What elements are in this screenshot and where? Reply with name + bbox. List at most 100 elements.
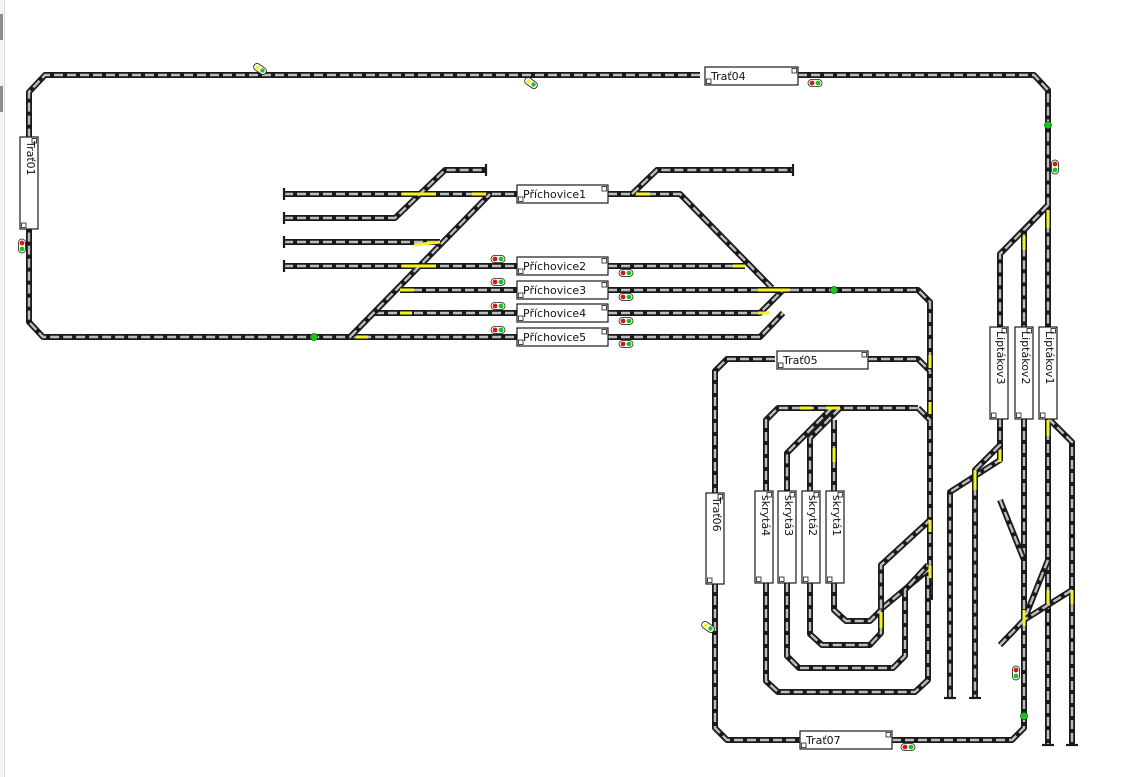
track-sleepers: [998, 204, 1049, 328]
block-liptakov3[interactable]: Liptákov3: [989, 326, 1009, 420]
block-corner-marker: [801, 742, 807, 748]
block-trat06[interactable]: Trať06: [705, 492, 725, 585]
signal[interactable]: [490, 326, 506, 334]
block-prichovice4[interactable]: Příchovice4: [516, 303, 609, 323]
block-skryta2[interactable]: skrytá2: [801, 490, 821, 584]
track-sleepers: [1022, 204, 1049, 328]
block-prichovice5[interactable]: Příchovice5: [516, 327, 609, 347]
signal[interactable]: [618, 317, 634, 325]
signal[interactable]: [490, 302, 506, 310]
block-prichovice3[interactable]: Příchovice3: [516, 280, 609, 300]
track-sleepers: [798, 73, 1050, 327]
block-corner-marker: [1026, 328, 1032, 334]
panel-marker: [0, 14, 3, 40]
signal[interactable]: [618, 269, 634, 277]
track-section-14[interactable]: [629, 167, 793, 197]
signal[interactable]: [18, 238, 26, 254]
block-frame: [1014, 326, 1034, 420]
block-corner-marker: [707, 577, 713, 583]
occupied-segments: [356, 192, 1074, 628]
track-sleepers: [1022, 559, 1050, 621]
block-trat07[interactable]: Trať07: [799, 730, 893, 750]
signal[interactable]: [1051, 159, 1059, 175]
block-label: Příchovice2: [523, 260, 586, 273]
occupancy-indicator-light: [1044, 121, 1052, 129]
signal-lamp-red: [19, 240, 25, 246]
block-frame: [516, 303, 609, 323]
signal-lamp-red: [1052, 161, 1058, 167]
track-sleepers: [764, 568, 930, 694]
track-section-30[interactable]: [1021, 202, 1051, 328]
indicator-lights: [310, 121, 1052, 720]
block-corner-marker: [601, 258, 607, 264]
block-corner-marker: [991, 412, 997, 418]
signal-lamp-green: [19, 246, 25, 252]
block-frame: [516, 327, 609, 347]
block-skryta3[interactable]: skrytá3: [777, 490, 797, 584]
signal[interactable]: [523, 76, 538, 90]
block-corner-marker: [1050, 328, 1056, 334]
track-sections[interactable]: [26, 72, 1075, 745]
signal-lamp-green: [498, 256, 504, 262]
track-sleepers: [892, 620, 1026, 742]
block-corner-marker: [601, 282, 607, 288]
block-corner-marker: [803, 576, 809, 582]
signal[interactable]: [618, 340, 634, 348]
signal[interactable]: [252, 62, 267, 76]
block-frame: [19, 136, 39, 230]
track-section-28[interactable]: [831, 583, 884, 624]
block-trat01[interactable]: Trať01: [19, 136, 39, 230]
block-liptakov1[interactable]: Liptákov1: [1038, 326, 1058, 420]
track-sleepers: [868, 357, 931, 372]
signals[interactable]: [18, 62, 1059, 751]
occupancy-indicator-light: [310, 333, 318, 341]
block-frame: [754, 490, 774, 584]
signal[interactable]: [1012, 665, 1020, 681]
signal-lamp-red: [620, 318, 626, 324]
block-frame: [799, 730, 893, 750]
block-label: Liptákov2: [1019, 331, 1032, 384]
signal[interactable]: [490, 255, 506, 263]
block-trat04[interactable]: Trať04: [704, 66, 799, 86]
block-labels[interactable]: Trať04Trať01Příchovice1Příchovice2Přícho…: [19, 66, 1058, 750]
block-frame: [1038, 326, 1058, 420]
signal-lamp-green: [626, 318, 632, 324]
block-corner-marker: [779, 576, 785, 582]
track-section-32[interactable]: [972, 442, 1003, 698]
track-section-35[interactable]: [1045, 415, 1075, 745]
block-prichovice2[interactable]: Příchovice2: [516, 256, 609, 276]
signal-lamp-yellow: [255, 65, 260, 70]
signal-body: [524, 77, 538, 89]
block-skryta4[interactable]: skrytá4: [754, 490, 774, 584]
block-corner-marker: [827, 576, 833, 582]
block-corner-marker: [518, 292, 524, 298]
track-sleepers: [832, 583, 882, 623]
track-section-13[interactable]: [608, 310, 786, 340]
signal[interactable]: [490, 278, 506, 286]
signal[interactable]: [807, 79, 823, 87]
block-frame: [989, 326, 1009, 420]
block-corner-marker: [766, 492, 772, 498]
block-liptakov2[interactable]: Liptákov2: [1014, 326, 1034, 420]
track-sleepers: [713, 583, 800, 742]
block-label: skrytá4: [759, 495, 772, 536]
block-skryta1[interactable]: skrytá1: [825, 490, 845, 584]
track-sleepers: [349, 193, 491, 338]
block-label: Trať01: [24, 140, 37, 176]
signal[interactable]: [618, 293, 634, 301]
signal-lamp-red: [620, 270, 626, 276]
block-label: skrytá3: [782, 495, 795, 536]
signal[interactable]: [700, 620, 715, 634]
block-prichovice1[interactable]: Příchovice1: [516, 184, 609, 204]
block-frame: [704, 66, 799, 86]
track-sleepers: [785, 407, 833, 493]
block-corner-marker: [813, 492, 819, 498]
block-trat05[interactable]: Trať05: [776, 350, 869, 370]
track-section-12[interactable]: [608, 287, 786, 316]
signal-lamp-red: [492, 279, 498, 285]
signal[interactable]: [900, 743, 916, 751]
block-label: skrytá2: [806, 495, 819, 536]
track-sleepers: [998, 499, 1026, 561]
